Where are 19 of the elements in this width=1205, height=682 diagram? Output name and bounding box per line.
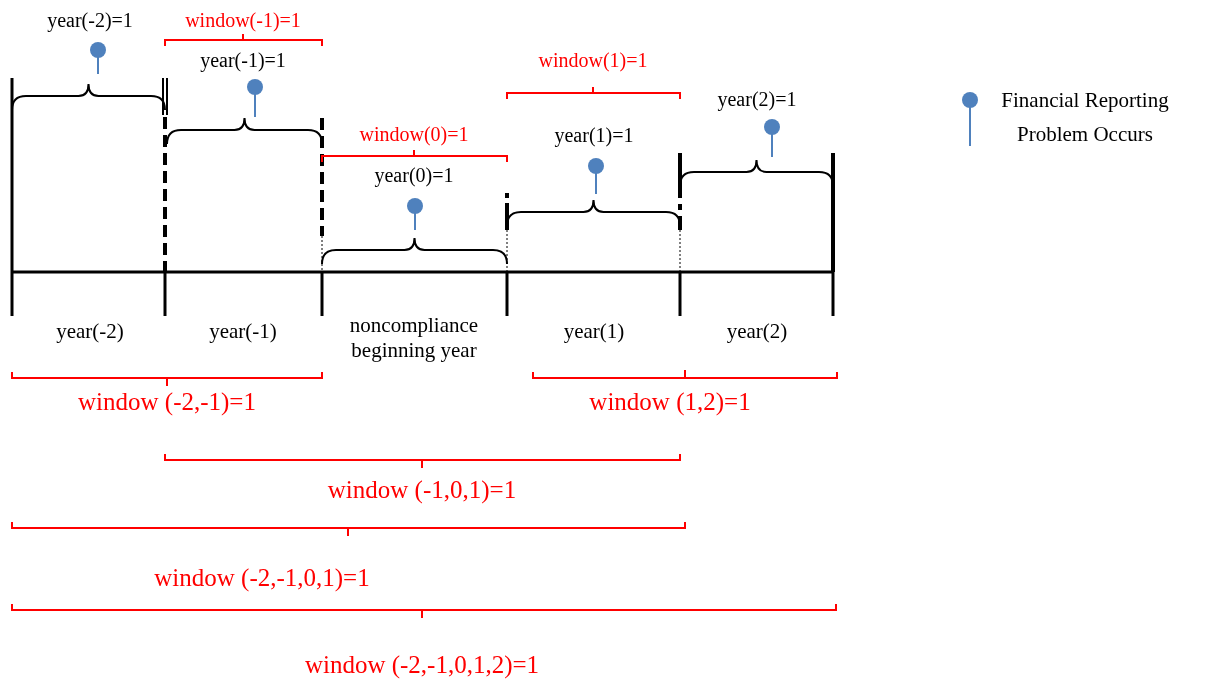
- year-label: year(0)=1: [374, 163, 454, 187]
- window-label: window (-2,-1,0,1)=1: [154, 563, 370, 593]
- window-label: window (-2,-1)=1: [78, 387, 256, 417]
- year-label: year(2)=1: [717, 87, 797, 111]
- year-label: year(2): [726, 319, 788, 345]
- window-label: window(0)=1: [359, 122, 469, 146]
- legend-label: Financial Reporting Problem Occurs: [1000, 87, 1170, 148]
- year-label: noncompliance beginning year: [348, 313, 480, 364]
- year-label: year(-2): [56, 319, 124, 345]
- window-label: window (-1,0,1)=1: [327, 475, 517, 505]
- year-label: year(1)=1: [554, 123, 634, 147]
- year-label: year(1): [563, 319, 625, 345]
- year-label: year(-1)=1: [200, 48, 286, 72]
- window-label: window (1,2)=1: [589, 387, 751, 417]
- year-label: year(-2)=1: [47, 8, 133, 32]
- window-label: window(1)=1: [538, 48, 648, 72]
- year-label: year(-1): [209, 319, 277, 345]
- window-label: window(-1)=1: [185, 8, 301, 32]
- window-label: window (-2,-1,0,1,2)=1: [304, 650, 540, 680]
